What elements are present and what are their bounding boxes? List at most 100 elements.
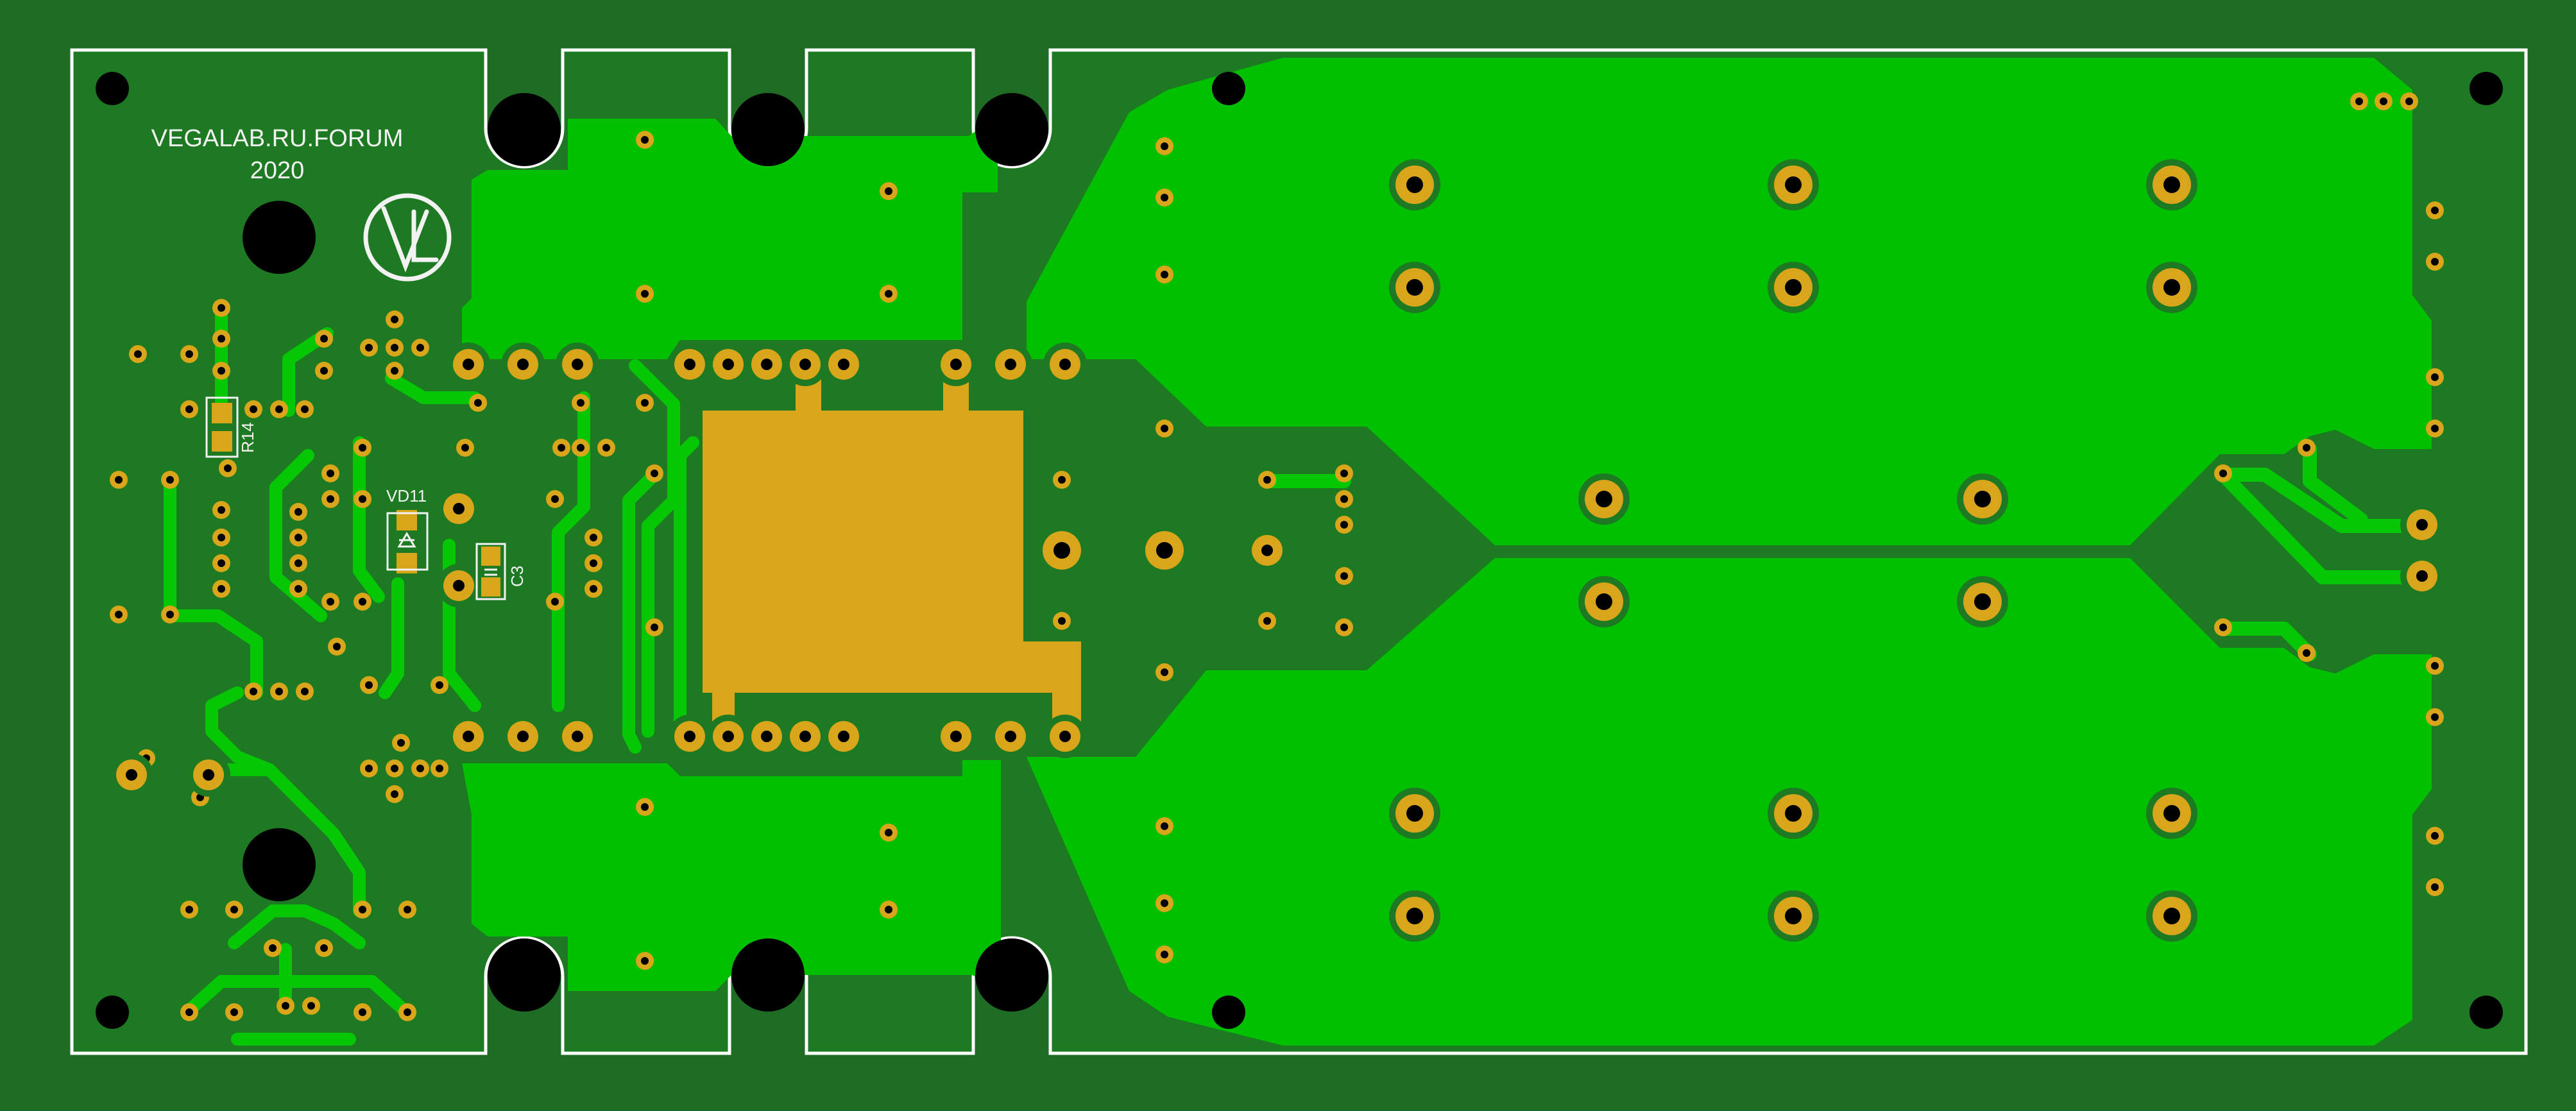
drill-hole: [2405, 98, 2413, 105]
drill-hole: [572, 359, 583, 370]
drill-hole: [436, 765, 443, 772]
drill-hole: [218, 367, 225, 375]
drill-hole: [572, 731, 583, 742]
year-label: 2020: [250, 157, 305, 184]
drill-hole: [359, 444, 366, 452]
drill-hole: [558, 444, 565, 452]
drill-hole: [2163, 908, 2180, 924]
drill-hole: [218, 585, 225, 593]
drill-hole: [218, 534, 225, 541]
r14-outline: [205, 396, 239, 458]
drill-hole: [838, 731, 849, 742]
drill-hole: [301, 688, 309, 695]
drill-hole: [641, 290, 649, 298]
drill-hole: [2431, 662, 2439, 670]
drill-hole: [250, 688, 257, 695]
drill-hole: [1005, 359, 1016, 370]
drill-hole: [517, 731, 529, 742]
drill-hole: [391, 765, 398, 772]
drill-hole: [1161, 142, 1168, 150]
drill-hole: [185, 405, 193, 413]
drill-hole: [1596, 491, 1612, 507]
drill-hole: [404, 1008, 411, 1016]
drill-hole: [359, 906, 366, 913]
drill-hole: [1340, 623, 1348, 631]
vd11-ref-label: VD11: [386, 486, 427, 505]
drill-hole: [1263, 476, 1271, 484]
drill-hole: [2431, 832, 2439, 840]
drill-hole: [436, 681, 443, 689]
silkscreen-layer: VEGALAB.RU.FORUM 2020 R14 VD11 C3: [151, 125, 527, 587]
drill-hole: [294, 534, 302, 541]
drill-hole: [1053, 542, 1070, 559]
drill-hole: [416, 765, 424, 772]
vd11-diode-icon: [397, 532, 416, 548]
drill-hole: [115, 611, 123, 618]
drill-hole: [551, 598, 559, 606]
drill-hole: [1974, 593, 1991, 610]
drill-hole: [327, 470, 334, 477]
drill-hole: [327, 495, 334, 503]
drill-hole: [651, 470, 658, 477]
drill-hole: [2431, 207, 2439, 214]
drill-hole: [359, 598, 366, 606]
drill-hole: [307, 1002, 315, 1010]
signal-traces: [164, 301, 699, 1046]
vd11-outline: [386, 512, 429, 571]
r14-pad-top: [212, 403, 232, 423]
drill-hole: [2416, 519, 2428, 530]
drill-hole: [2431, 713, 2439, 721]
drill-hole: [2163, 176, 2180, 193]
drill-hole: [1406, 908, 1423, 924]
drill-hole: [590, 559, 597, 567]
drill-hole: [320, 944, 328, 952]
drill-hole: [799, 359, 811, 370]
forum-label: VEGALAB.RU.FORUM: [151, 125, 404, 152]
drill-hole: [1058, 617, 1066, 625]
drill-hole: [203, 769, 214, 781]
drill-hole: [577, 444, 584, 452]
drill-hole: [463, 359, 474, 370]
drill-hole: [224, 464, 232, 472]
drill-hole: [218, 559, 225, 567]
drill-hole: [166, 611, 174, 618]
drill-hole: [1263, 617, 1271, 625]
drill-hole: [404, 906, 411, 913]
drill-hole: [320, 335, 328, 343]
smd-components: [205, 396, 506, 600]
drill-hole: [1340, 572, 1348, 580]
drill-hole: [320, 367, 328, 375]
c3-ref-label: C3: [508, 566, 527, 587]
drill-hole: [391, 344, 398, 352]
drill-hole: [359, 1008, 366, 1016]
drill-hole: [1406, 176, 1423, 193]
drill-hole: [391, 790, 398, 798]
drill-hole: [1161, 194, 1168, 201]
drill-hole: [1340, 521, 1348, 529]
drill-hole: [1785, 279, 1802, 296]
drill-hole: [282, 1002, 289, 1010]
drill-hole: [1406, 805, 1423, 822]
drill-hole: [2431, 373, 2439, 381]
drill-hole: [416, 344, 424, 352]
drill-hole: [1161, 668, 1168, 676]
thermal-pad: [703, 359, 1081, 738]
drill-hole: [950, 359, 962, 370]
drill-hole: [185, 350, 193, 358]
drill-hole: [590, 534, 597, 541]
drill-hole: [885, 290, 892, 298]
vl-logo-icon: [363, 193, 452, 282]
drill-hole: [1161, 899, 1168, 907]
drill-hole: [359, 495, 366, 503]
drill-hole: [1161, 271, 1168, 278]
copper-pour-left-bottom: [462, 760, 1001, 991]
drill-hole: [134, 350, 142, 358]
drill-hole: [185, 1008, 193, 1016]
drill-hole: [391, 316, 398, 323]
drill-hole: [333, 643, 341, 650]
drill-hole: [166, 476, 174, 484]
drill-hole: [461, 444, 469, 452]
drill-hole: [275, 405, 283, 413]
drill-hole: [218, 304, 225, 312]
